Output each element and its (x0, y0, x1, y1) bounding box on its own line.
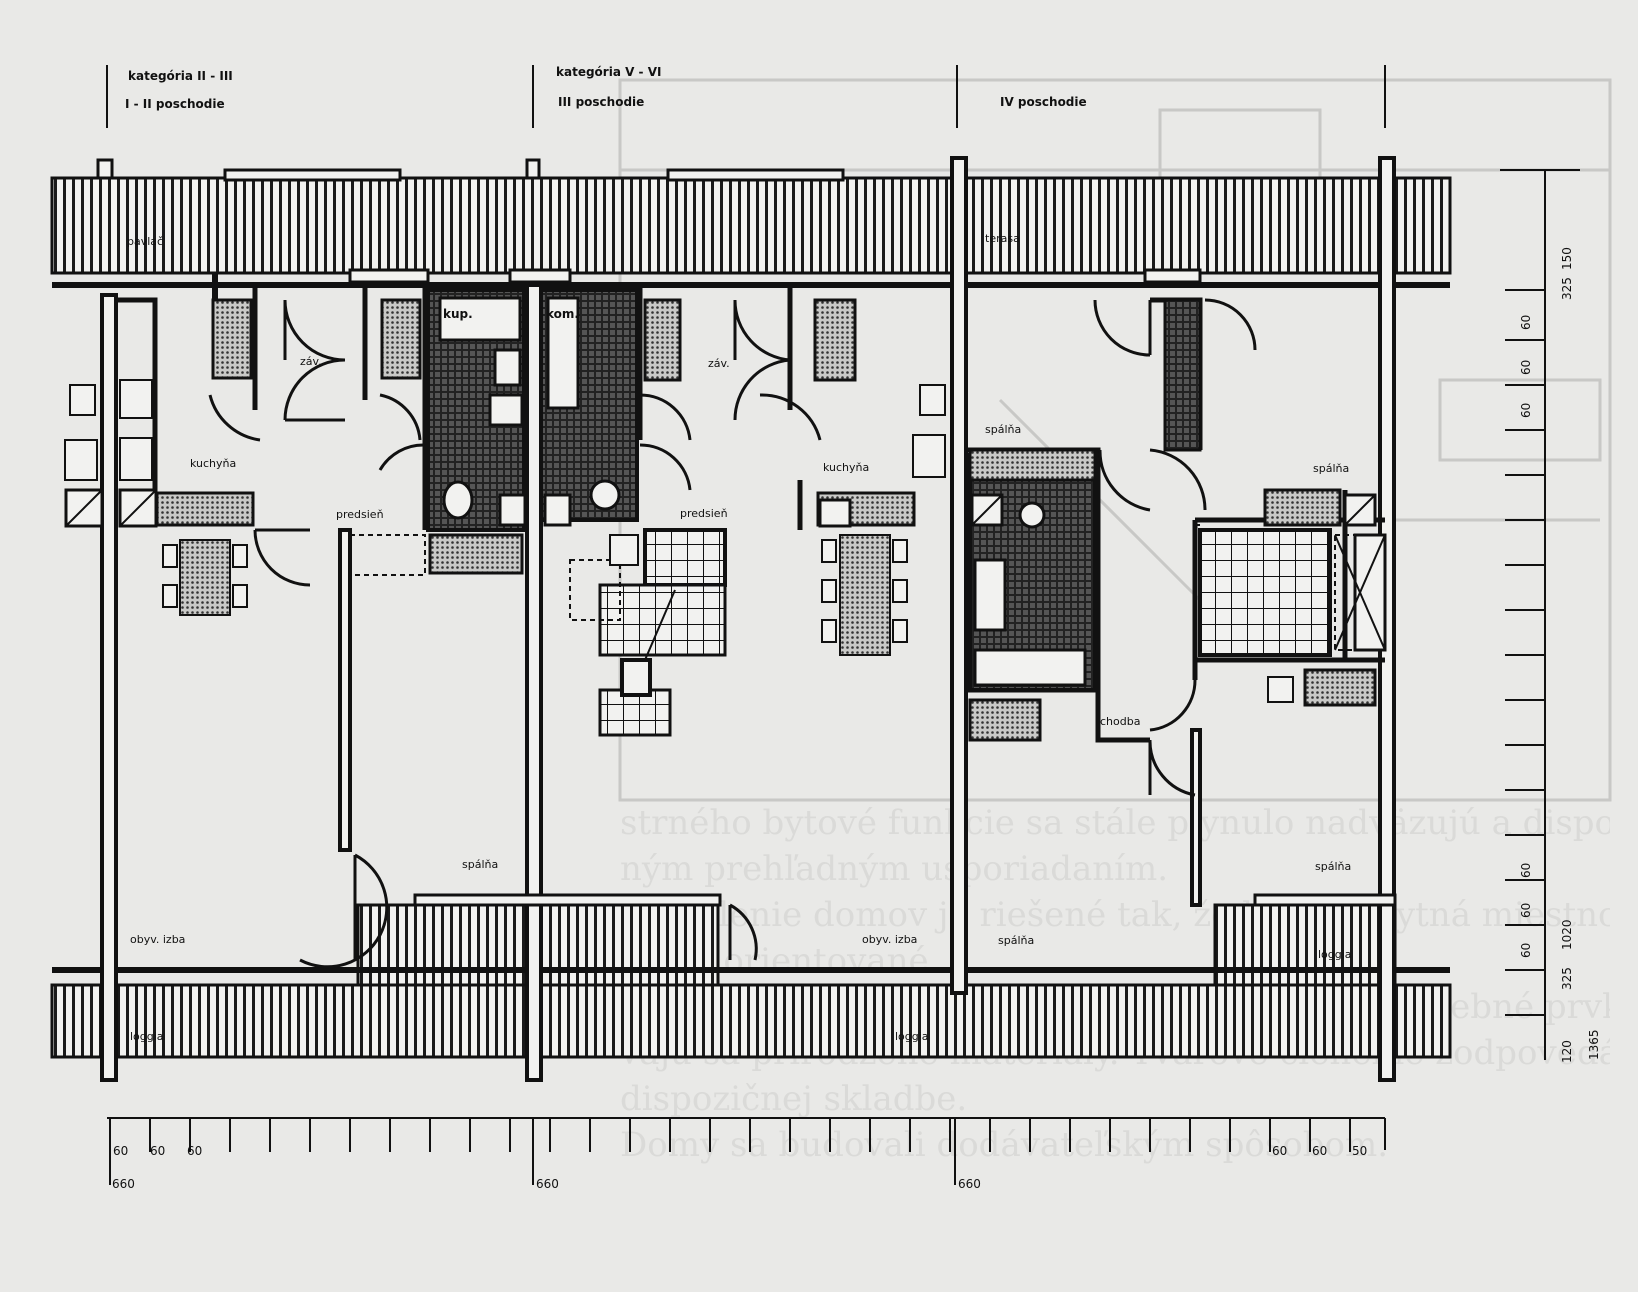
room-label-kom: kom. (546, 307, 579, 321)
stair-well (569, 559, 621, 621)
room-label-spalna: spálňa (462, 858, 498, 871)
dimension-label: 60 (1312, 1144, 1327, 1158)
dashed-guides (350, 524, 1200, 576)
furniture (609, 534, 639, 566)
header-category-2: kategória V - VI (556, 65, 661, 79)
bathroom (1163, 298, 1202, 452)
vertical-dimension-label: 150 (1560, 247, 1574, 270)
header-floor-1: I - II poschodie (125, 97, 225, 111)
door-swings (208, 298, 1257, 969)
stair (643, 528, 727, 587)
dining-tables (162, 534, 908, 656)
room-label-loggia: loggia (130, 1030, 164, 1043)
vertical-dimension-label: 1020 (1560, 919, 1574, 950)
room-label-predsien: predsieň (336, 508, 384, 521)
dimension-ticks (149, 1118, 1351, 1152)
header-floor-2: III poschodie (558, 95, 644, 109)
room-label-kuchyna: kuchyňa (190, 457, 236, 470)
vertical-dimension-label: 60 (1519, 943, 1533, 958)
room-label-loggia: loggia (895, 1030, 929, 1043)
room-label-pavlac: pavlač (127, 235, 163, 248)
gallery-band (50, 176, 1452, 275)
room-label-spalna: spálňa (1313, 462, 1349, 475)
room-label-chodba: chodba (1100, 715, 1140, 728)
module-dimension: 660 (112, 1177, 135, 1191)
dimension-ticks-right (1500, 169, 1580, 1060)
stair-arrow (644, 589, 676, 661)
stair (1198, 528, 1332, 657)
room-label-obyv-izba: obyv. izba (130, 933, 185, 946)
party-walls (100, 156, 1396, 1082)
dimension-ticks-bottom (107, 1117, 1386, 1185)
vertical-dimension-label: 325 (1560, 967, 1574, 990)
room-label-spalna: spálňa (985, 423, 1021, 436)
door-leaves (255, 300, 1152, 960)
windows (96, 158, 1397, 907)
vertical-dimension-label: 325 (1560, 277, 1574, 300)
storage-box-crosses (65, 489, 1386, 651)
room-label-spalna: spálňa (998, 934, 1034, 947)
loggia-band (50, 983, 1452, 1059)
room-label-loggia: loggia (1318, 948, 1352, 961)
room-label-spalna: spálňa (1315, 860, 1351, 873)
vertical-dimension-label: 60 (1519, 403, 1533, 418)
stair (598, 688, 672, 737)
module-dimension: 660 (958, 1177, 981, 1191)
room-label-kup: kup. (443, 307, 473, 321)
vertical-dimension-label: 60 (1519, 863, 1533, 878)
dimension-label: 60 (1272, 1144, 1287, 1158)
section-headers (106, 65, 1386, 128)
dimension-label: 60 (113, 1144, 128, 1158)
dimension-label: 60 (150, 1144, 165, 1158)
module-dimension: 660 (536, 1177, 559, 1191)
vertical-dimension-label: 60 (1519, 360, 1533, 375)
sanitary-fixtures (438, 296, 1087, 687)
dimension-label: 60 (187, 1144, 202, 1158)
room-label-kuchyna: kuchyňa (823, 461, 869, 474)
stair-landing (620, 658, 652, 697)
room-label-predsien: predsieň (680, 507, 728, 520)
vertical-dimension-label: 120 (1560, 1040, 1574, 1063)
vertical-dimension-label: 60 (1519, 903, 1533, 918)
room-label-obyv-izba: obyv. izba (862, 933, 917, 946)
header-category-1: kategória II - III (128, 69, 233, 83)
dimension-label: 50 (1352, 1144, 1367, 1158)
stoves (64, 379, 1294, 703)
vertical-dimension-label: 1365 (1587, 1029, 1601, 1060)
right-dimension-labels: 150 60 60 60 325 60 60 60 1020 325 120 1… (1519, 247, 1601, 1063)
room-label-zav: záv. (708, 357, 730, 370)
room-label-terasa: terasa (985, 232, 1020, 245)
vertical-dimension-label: 60 (1519, 315, 1533, 330)
header-floor-3: IV poschodie (1000, 95, 1087, 109)
dimension-ticks-vertical (1505, 289, 1545, 1016)
cabinets (155, 298, 1377, 742)
room-label-zav: záv. (300, 355, 322, 368)
